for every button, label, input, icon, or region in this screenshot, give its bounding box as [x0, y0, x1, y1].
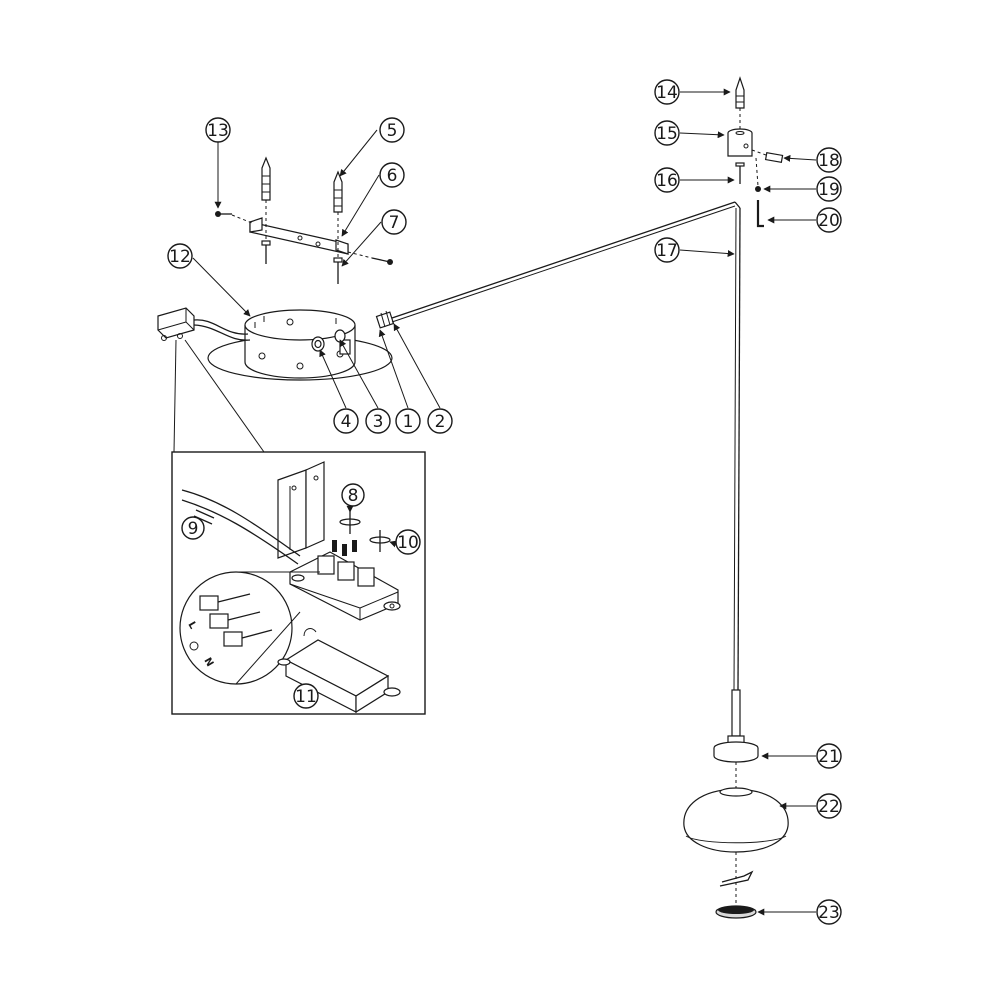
svg-text:20: 20 — [818, 211, 840, 231]
label-16: 16 — [654, 167, 680, 193]
svg-text:2: 2 — [435, 412, 446, 432]
label-8: 8 — [341, 483, 365, 507]
screw-left — [261, 240, 271, 264]
detail-leader-right — [184, 339, 265, 453]
svg-text:15: 15 — [656, 124, 678, 144]
cable-holder-15 — [727, 108, 753, 157]
label-4: 4 — [333, 408, 359, 434]
label-2: 2 — [427, 408, 453, 434]
screw-right — [333, 257, 343, 284]
label-1: 1 — [395, 408, 421, 434]
svg-text:4: 4 — [341, 412, 352, 432]
svg-text:13: 13 — [207, 121, 229, 141]
svg-text:19: 19 — [818, 180, 840, 200]
svg-text:6: 6 — [387, 166, 398, 186]
svg-text:9: 9 — [188, 519, 199, 539]
hex-key-20 — [756, 200, 764, 228]
detail-screws-8 — [332, 508, 361, 556]
screw-16 — [735, 162, 745, 184]
detail-terminal-block — [289, 551, 401, 621]
canopy-ring — [207, 309, 393, 381]
glass-shade — [683, 787, 789, 853]
bottom-cap — [715, 905, 757, 919]
svg-text:17: 17 — [656, 241, 678, 261]
detail-cable-9 — [181, 489, 301, 565]
cable-gland — [311, 310, 395, 352]
label-17: 17 — [654, 237, 680, 263]
terminal-block-small — [157, 307, 251, 341]
svg-text:8: 8 — [348, 486, 359, 506]
svg-text:23: 23 — [818, 903, 840, 923]
svg-text:14: 14 — [656, 83, 678, 103]
detail-driver-box — [277, 628, 401, 714]
pin-18 — [751, 149, 784, 164]
label-7: 7 — [381, 209, 407, 235]
wall-plug-right — [333, 170, 343, 262]
detail-screw-10 — [369, 530, 391, 552]
detail-magnifier-circle — [179, 571, 320, 685]
svg-text:22: 22 — [818, 797, 840, 817]
leaders — [192, 88, 817, 916]
svg-text:10: 10 — [397, 533, 419, 553]
cable-sleeve — [727, 689, 745, 745]
label-19: 19 — [816, 176, 842, 202]
svg-text:16: 16 — [656, 171, 678, 191]
label-20: 20 — [816, 207, 842, 233]
mounting-bracket — [249, 217, 349, 255]
suspension-cable — [391, 201, 741, 691]
svg-text:3: 3 — [373, 412, 384, 432]
svg-text:5: 5 — [387, 121, 398, 141]
label-15: 15 — [654, 120, 680, 146]
side-screw-13 — [215, 211, 253, 224]
label-3: 3 — [365, 408, 391, 434]
label-18: 18 — [816, 147, 842, 173]
detail-leader-left — [173, 339, 177, 453]
label-9: 9 — [181, 516, 205, 540]
svg-text:1: 1 — [403, 412, 414, 432]
label-21: 21 — [816, 743, 842, 769]
detail-mark-l: L — [185, 620, 198, 632]
svg-text:12: 12 — [169, 247, 191, 267]
wall-plug-14 — [735, 76, 745, 109]
detail-mounting-plate — [277, 461, 325, 559]
svg-text:11: 11 — [295, 687, 317, 707]
svg-text:18: 18 — [818, 151, 840, 171]
label-13: 13 — [205, 117, 231, 143]
shade-top-cap — [713, 741, 759, 763]
ball-19 — [755, 157, 761, 192]
label-23: 23 — [816, 899, 842, 925]
label-6: 6 — [379, 162, 405, 188]
label-22: 22 — [816, 793, 842, 819]
label-11: 11 — [293, 683, 319, 709]
svg-text:7: 7 — [389, 213, 400, 233]
label-5: 5 — [379, 117, 405, 143]
wall-plug-left — [261, 156, 271, 250]
label-12: 12 — [167, 243, 193, 269]
spring-clip — [719, 870, 754, 887]
label-14: 14 — [654, 79, 680, 105]
side-screw-7 — [347, 251, 393, 265]
label-10: 10 — [395, 529, 421, 555]
svg-text:21: 21 — [818, 747, 840, 767]
